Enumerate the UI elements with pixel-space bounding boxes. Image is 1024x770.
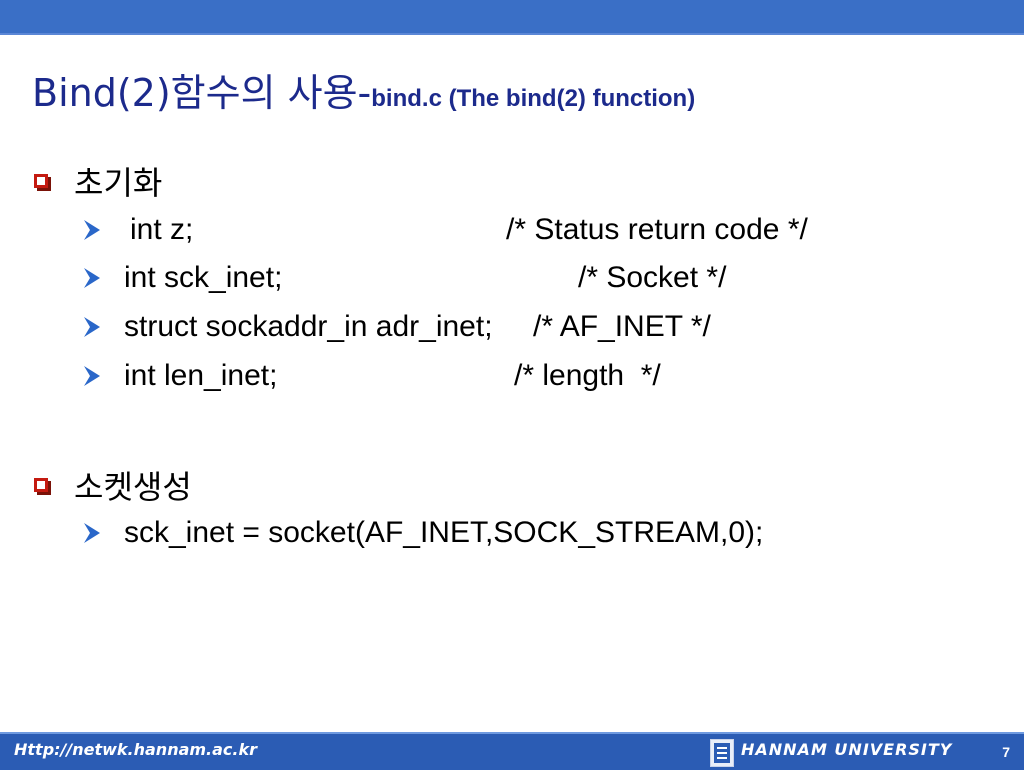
arrowhead-icon [84,366,100,386]
arrowhead-icon [84,220,100,240]
hollow-square-icon [34,174,48,188]
title-main: Bind(2)함수의 사용- [32,71,372,115]
code-comment: /* AF_INET */ [533,310,711,343]
arrowhead-icon [84,523,100,543]
university-name: HANNAM UNIVERSITY [741,740,953,759]
arrowhead-icon [84,317,100,337]
hannam-logo-icon [710,739,734,767]
code-comment: /* Socket */ [578,261,727,294]
code-text: struct sockaddr_in adr_inet; [124,310,493,343]
top-bar [0,0,1024,35]
page-number: 7 [1002,744,1010,760]
code-comment: /* Status return code */ [506,213,808,246]
footer-bar: Http://netwk.hannam.ac.kr HANNAM UNIVERS… [0,732,1024,770]
section-socket-creation: 소켓생성 [34,462,192,508]
code-text: int z; [130,213,194,246]
code-text: int sck_inet; [124,261,283,294]
section-initialization: 초기화 [34,158,162,204]
code-comment: /* length */ [514,359,661,392]
title-sub: bind.c (The bind(2) function) [371,85,696,112]
section-heading: 소켓생성 [74,468,192,506]
slide-title: Bind(2)함수의 사용-bind.c (The bind(2) functi… [32,62,696,115]
arrowhead-icon [84,268,100,288]
code-text: int len_inet; [124,359,278,392]
section-heading: 초기화 [74,164,163,202]
hollow-square-icon [34,478,48,492]
code-text: sck_inet = socket(AF_INET,SOCK_STREAM,0)… [124,516,764,549]
footer-url-link[interactable]: Http://netwk.hannam.ac.kr [14,740,258,759]
